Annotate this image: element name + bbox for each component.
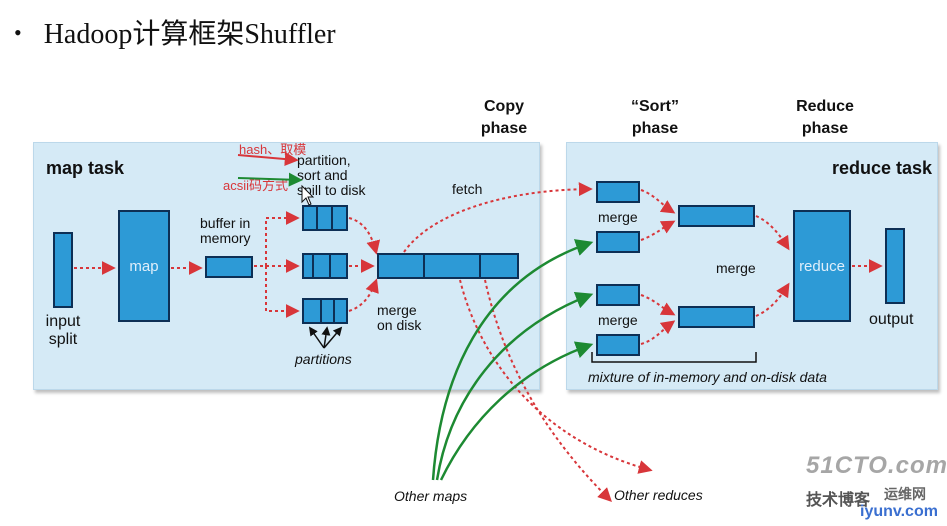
ascii-annotation-arrow xyxy=(237,172,303,187)
reduce-flow-arrows xyxy=(640,189,883,345)
mixture-label: mixture of in-memory and on-disk data xyxy=(588,369,827,385)
spill-dividers xyxy=(312,206,481,323)
other-reduces-label: Other reduces xyxy=(614,487,703,503)
fetch-label: fetch xyxy=(452,181,483,197)
partitions-pointers xyxy=(308,326,343,349)
watermark-blog: 技术博客 xyxy=(806,492,871,509)
reduce-phase-label: Reduce phase xyxy=(796,98,854,137)
sort-box-1 xyxy=(596,181,640,203)
merged-output-box xyxy=(377,253,519,279)
map-task-title: map task xyxy=(46,158,125,178)
output-label: output xyxy=(869,311,914,328)
merged-box-top xyxy=(678,205,755,227)
watermark-sub: 运维网 xyxy=(884,486,926,502)
sort-box-3 xyxy=(596,284,640,306)
spill-file-2 xyxy=(302,253,348,279)
map-box: map xyxy=(118,210,170,322)
ascii-annotation: acsii码方式 xyxy=(223,178,289,193)
reduce-box: reduce xyxy=(793,210,851,322)
merged-box-bottom xyxy=(678,306,755,328)
sort-phase-label: “Sort” phase xyxy=(631,98,679,137)
sort-box-2 xyxy=(596,231,640,253)
partitions-label: partitions xyxy=(295,351,352,367)
spill-file-3 xyxy=(302,298,348,324)
watermark-domain: iyunv.com xyxy=(860,503,938,520)
watermark-site: 51CTO.com xyxy=(806,452,947,479)
merge-mid-label: merge xyxy=(716,260,756,276)
input-split-label: input split xyxy=(45,313,81,348)
merge-bottom-label: merge xyxy=(598,312,638,328)
spill-file-1 xyxy=(302,205,348,231)
sort-box-4 xyxy=(596,334,640,356)
other-maps-arrows xyxy=(431,239,594,481)
slide-title: • Hadoop计算框架Shuffler xyxy=(14,12,336,52)
output-box xyxy=(885,228,905,304)
buffer-label: buffer in memory xyxy=(200,215,251,246)
merge-top-label: merge xyxy=(598,209,638,225)
reduce-task-title: reduce task xyxy=(832,158,933,178)
map-label: map xyxy=(129,257,159,275)
other-maps-label: Other maps xyxy=(394,488,468,504)
merge-on-disk-label: merge on disk xyxy=(377,302,422,333)
mouse-cursor xyxy=(301,184,315,206)
buffer-box xyxy=(205,256,253,278)
bullet: • xyxy=(14,20,22,45)
mixture-bracket xyxy=(591,352,757,363)
input-split-box xyxy=(53,232,73,308)
map-flow-arrows xyxy=(74,182,653,502)
slide-title-text: Hadoop计算框架Shuffler xyxy=(43,19,336,50)
hash-annotation-arrow xyxy=(237,152,299,167)
reduce-label: reduce xyxy=(799,257,845,275)
copy-phase-label: Copy phase xyxy=(480,98,528,137)
